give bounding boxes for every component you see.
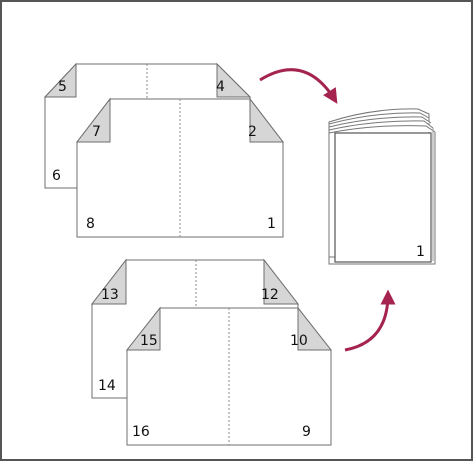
booklet-page-number: 1 xyxy=(416,244,425,260)
page-number-2: 2 xyxy=(248,124,257,140)
sheet-set-a: 5 4 6 7 2 8 1 xyxy=(45,64,283,237)
page-number-9: 9 xyxy=(302,424,311,440)
curved-arrow-icon xyxy=(260,70,335,100)
front-sheet-b: 15 10 16 9 xyxy=(127,308,331,445)
page-number-12: 12 xyxy=(261,287,279,303)
page-number-1: 1 xyxy=(267,216,276,232)
curved-arrow-icon xyxy=(345,294,388,350)
booklet-icon: 1 xyxy=(329,109,435,264)
sheet-set-b: 13 12 14 15 10 16 9 xyxy=(92,260,331,445)
page-number-16: 16 xyxy=(132,424,150,440)
front-sheet-a: 7 2 8 1 xyxy=(77,99,283,237)
page-number-7: 7 xyxy=(92,124,101,140)
page-number-15: 15 xyxy=(140,333,158,349)
page-number-14: 14 xyxy=(98,378,116,394)
page-number-6: 6 xyxy=(52,168,61,184)
page-number-5: 5 xyxy=(58,79,67,95)
booklet-cover xyxy=(335,133,431,262)
page-number-8: 8 xyxy=(86,216,95,232)
page-number-13: 13 xyxy=(101,287,119,303)
page-number-4: 4 xyxy=(216,79,225,95)
page-number-10: 10 xyxy=(290,333,308,349)
